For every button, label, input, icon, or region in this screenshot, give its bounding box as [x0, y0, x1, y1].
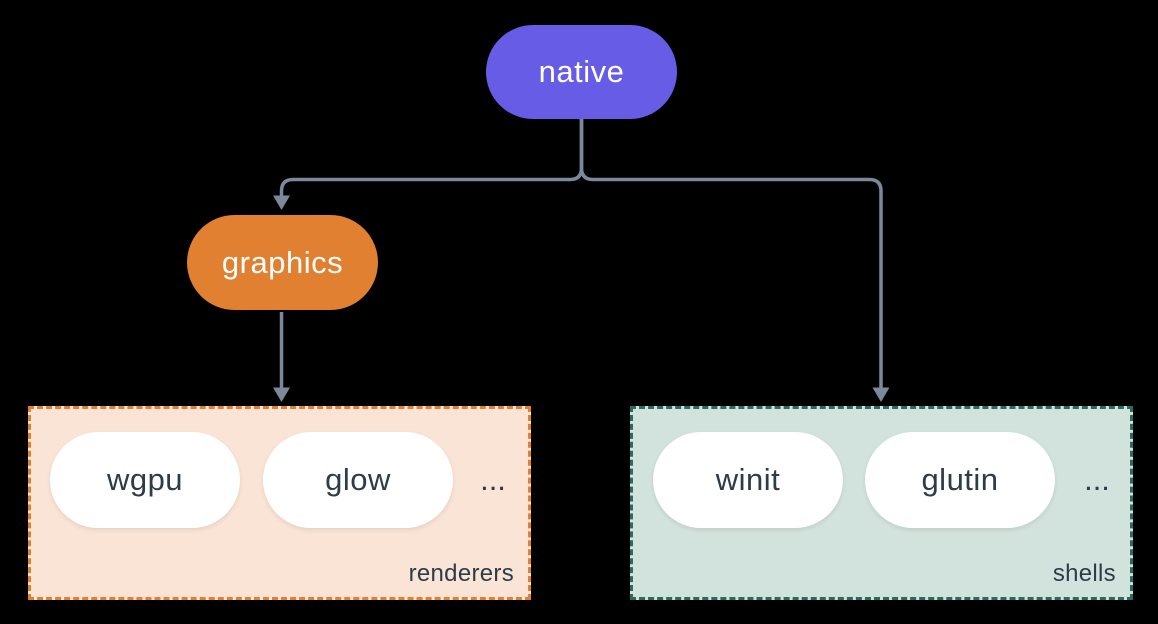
node-winit-label: winit — [715, 462, 781, 497]
edge-native-shells — [579, 119, 883, 388]
node-wgpu-label: wgpu — [106, 462, 184, 497]
arrowhead-shells — [872, 387, 890, 402]
arrowhead-graphics — [273, 195, 290, 210]
ellipsis-label: ... — [480, 462, 506, 497]
node-glow-label: glow — [325, 462, 391, 497]
node-glow: glow — [263, 432, 453, 528]
group-label-renderers: renderers — [408, 560, 514, 587]
node-wgpu: wgpu — [50, 432, 240, 528]
group-renderers: wgpu glow ... renderers — [28, 406, 531, 600]
node-graphics: graphics — [187, 215, 378, 310]
node-glutin: glutin — [865, 432, 1055, 528]
ellipsis-label: ... — [1084, 462, 1110, 497]
arrowhead-renderers — [273, 387, 290, 402]
node-native-label: native — [538, 54, 625, 89]
group-label-shells: shells — [1052, 560, 1116, 587]
node-graphics-label: graphics — [221, 244, 344, 280]
node-glutin-label: glutin — [921, 462, 999, 497]
node-winit: winit — [653, 432, 843, 528]
edge-native-graphics — [279, 119, 584, 196]
node-native: native — [486, 25, 677, 119]
group-shells: winit glutin ... shells — [630, 406, 1133, 600]
